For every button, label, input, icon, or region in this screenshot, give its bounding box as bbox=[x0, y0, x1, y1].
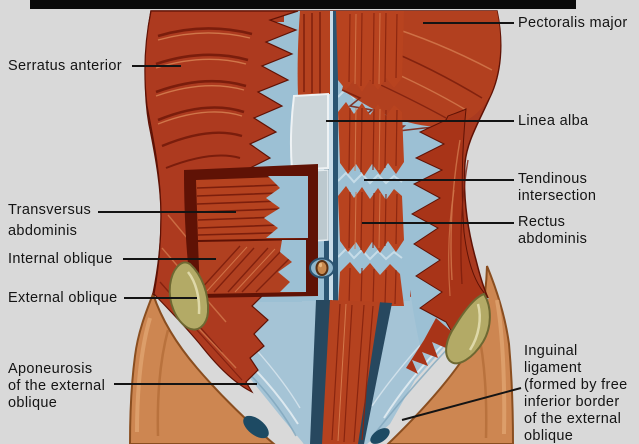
label-tendinous-intersection: Tendinous intersection bbox=[518, 171, 597, 204]
navel bbox=[309, 257, 335, 279]
rectus-abdominis-muscle bbox=[336, 11, 404, 306]
label-serratus-anterior: Serratus anterior bbox=[8, 58, 122, 74]
top-bar bbox=[30, 0, 576, 9]
serratus-anterior-muscle bbox=[155, 27, 253, 169]
rectus-lower-strip bbox=[310, 300, 392, 444]
label-rectus-abdominis: Rectus abdominis bbox=[518, 214, 588, 247]
leader-lines bbox=[98, 22, 522, 421]
inguinal-ligament-strip bbox=[168, 261, 491, 365]
label-inguinal-ligament: Inguinal ligament (formed by free inferi… bbox=[524, 343, 628, 444]
external-oblique-right bbox=[406, 108, 488, 374]
label-aponeurosis: Aponeurosis of the external oblique bbox=[8, 361, 106, 411]
label-transversus-abdominis: Transversus abdominis bbox=[8, 202, 92, 239]
label-linea-alba: Linea alba bbox=[518, 113, 589, 129]
label-internal-oblique: Internal oblique bbox=[8, 251, 113, 267]
transversus-window bbox=[184, 164, 318, 298]
label-pectoralis-major: Pectoralis major bbox=[518, 15, 628, 31]
label-external-oblique: External oblique bbox=[8, 290, 118, 306]
leader-inguinal-ligament bbox=[401, 387, 522, 421]
